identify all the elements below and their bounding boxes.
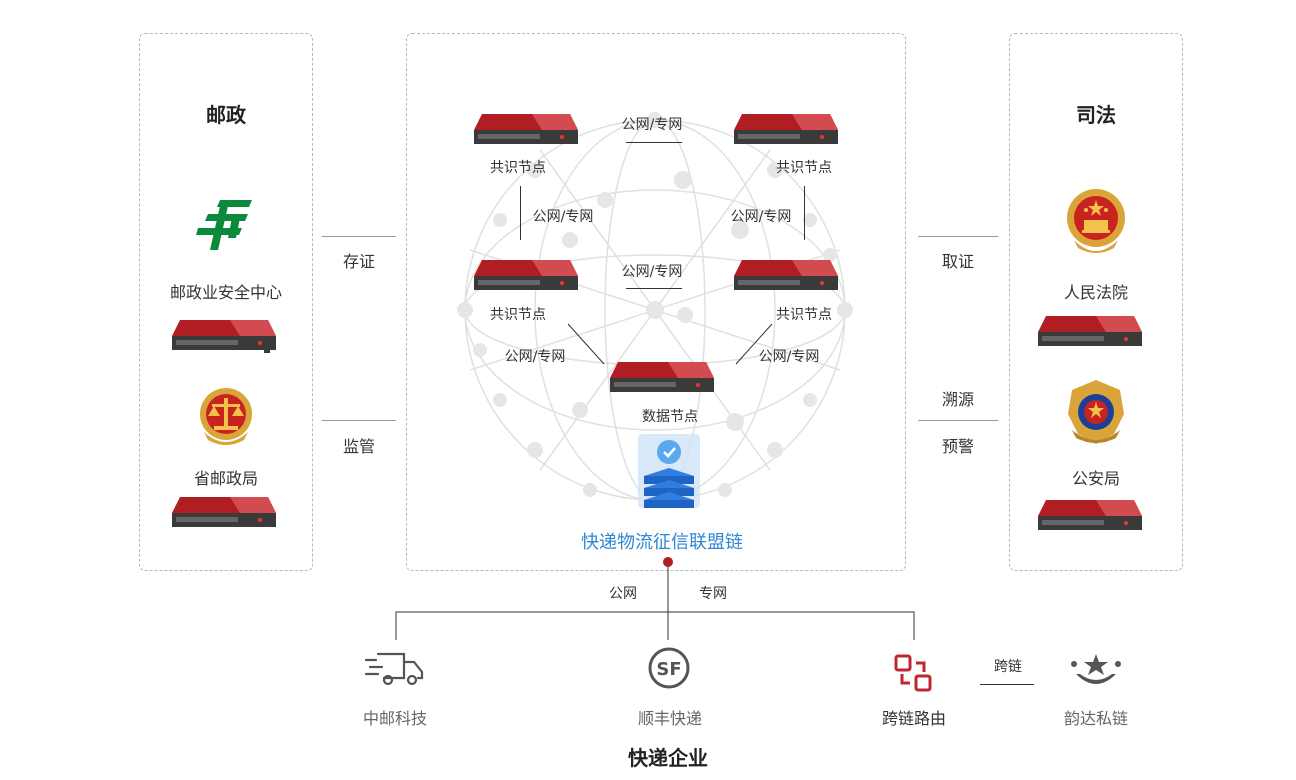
- obtain-evidence-label: 取证: [941, 252, 974, 271]
- postal-panel: 邮政: [139, 33, 313, 571]
- national-emblem-icon: [1067, 189, 1125, 253]
- network-link: [567, 323, 605, 365]
- server-icon: [172, 497, 276, 527]
- cross-chain-router-icon: [894, 654, 932, 692]
- network-link: [626, 288, 682, 289]
- alliance-chain-name: 快递物流征信联盟链: [581, 532, 743, 553]
- postal-title: 邮政: [206, 103, 246, 127]
- network-link: [626, 142, 682, 143]
- store-evidence-label: 存证: [342, 252, 375, 271]
- warning-label: 预警: [941, 437, 974, 456]
- server-icon: [1038, 500, 1142, 530]
- supervise-label: 监管: [342, 437, 375, 456]
- public-net-label: 公网: [609, 586, 637, 602]
- server-icon: [1038, 316, 1142, 346]
- server-icon: [734, 260, 838, 290]
- network-label: 公网/专网: [621, 264, 683, 280]
- network-link: [520, 186, 521, 240]
- yunda-label: 韵达私链: [1063, 709, 1128, 728]
- sf-express-label: 顺丰快递: [637, 709, 702, 728]
- consensus-node-label: 共识节点: [776, 307, 832, 323]
- connection-tree: [395, 557, 915, 640]
- china-post-logo-icon: [196, 200, 252, 250]
- trace-divider: [918, 420, 998, 421]
- trace-label: 溯源: [941, 390, 974, 409]
- police-label: 公安局: [1071, 469, 1120, 488]
- private-net-label: 专网: [699, 586, 727, 602]
- court-emblem-icon: [200, 388, 252, 445]
- cross-chain-label: 跨链: [994, 659, 1022, 675]
- obtain-divider: [918, 236, 998, 237]
- court-label: 人民法院: [1063, 283, 1128, 302]
- cross-chain-link: [980, 684, 1034, 685]
- server-icon: [474, 114, 578, 144]
- blockchain-stack-icon: [638, 434, 700, 508]
- postal-bureau-label: 省邮政局: [193, 469, 258, 488]
- network-label: 公网/专网: [532, 209, 594, 225]
- security-center-label: 邮政业安全中心: [169, 283, 282, 302]
- supervise-divider: [322, 420, 396, 421]
- server-icon: [734, 114, 838, 144]
- store-divider: [322, 236, 396, 237]
- network-label: 公网/专网: [504, 349, 566, 365]
- delivery-truck-icon: [364, 652, 424, 686]
- server-icon: [172, 320, 276, 353]
- server-icon: [474, 260, 578, 290]
- network-label: 公网/专网: [730, 209, 792, 225]
- network-link: [804, 186, 805, 240]
- judicial-panel: 司法: [1009, 33, 1183, 571]
- police-badge-icon: [1068, 380, 1124, 444]
- china-post-tech-label: 中邮科技: [362, 709, 427, 728]
- data-node-label: 数据节点: [642, 409, 698, 425]
- judicial-title: 司法: [1076, 103, 1116, 127]
- yunda-logo-icon: [1071, 654, 1121, 684]
- cross-chain-router-label: 跨链路由: [881, 709, 946, 728]
- consensus-node-label: 共识节点: [490, 307, 546, 323]
- chain-panel: [406, 33, 906, 571]
- consensus-node-label: 共识节点: [490, 160, 546, 176]
- sf-express-logo-icon: SF: [648, 647, 690, 689]
- consensus-node-label: 共识节点: [776, 160, 832, 176]
- server-icon: [610, 362, 714, 392]
- network-label: 公网/专网: [758, 349, 820, 365]
- express-companies-title: 快递企业: [628, 746, 708, 770]
- network-label: 公网/专网: [621, 117, 683, 133]
- svg-text:SF: SF: [656, 659, 681, 680]
- network-link: [735, 323, 773, 365]
